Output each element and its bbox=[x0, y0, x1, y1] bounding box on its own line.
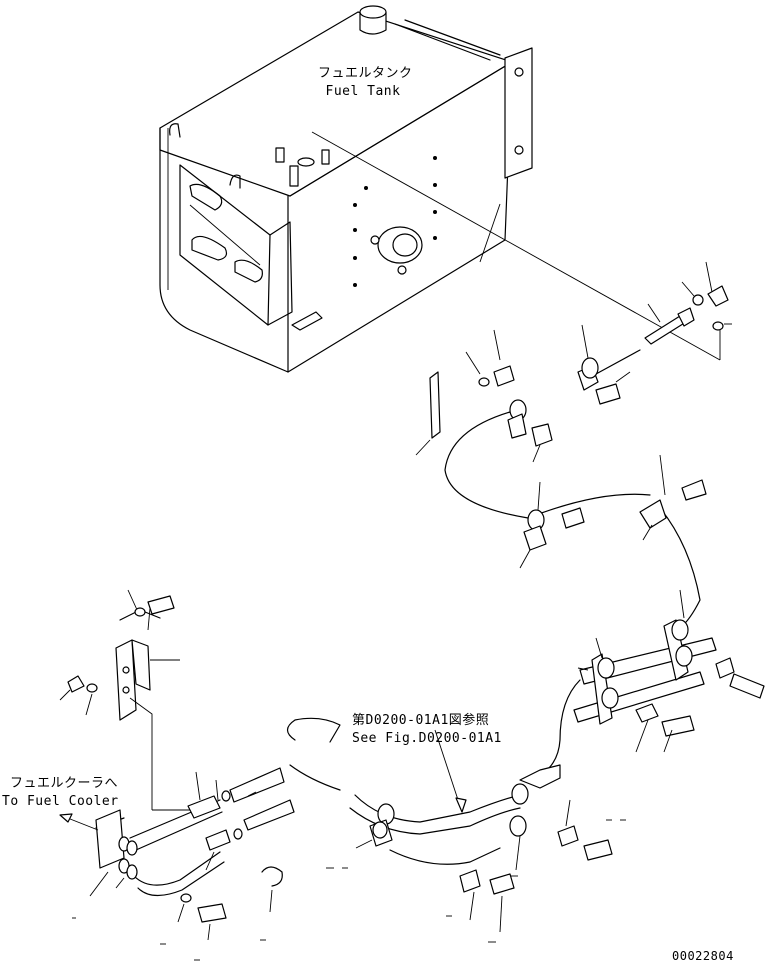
drawing-number: 00022804 bbox=[672, 949, 734, 963]
tank-side-bracket bbox=[179, 164, 293, 326]
left-pipes bbox=[89, 767, 295, 941]
upper-hose bbox=[444, 349, 701, 629]
clamp-3 bbox=[519, 481, 585, 569]
clamp-1 bbox=[577, 324, 631, 405]
mount-plate-1 bbox=[415, 371, 441, 456]
fuel-tank-label-ja: フュエルタンク bbox=[318, 66, 413, 81]
clamp-2 bbox=[507, 399, 553, 463]
fuel-cooler-label-en: To Fuel Cooler bbox=[2, 794, 119, 809]
outlet-fittings bbox=[644, 261, 732, 345]
tank-rear-bracket bbox=[504, 47, 533, 179]
clamp-4 bbox=[639, 454, 707, 541]
fuel-cooler-label-ja: フュエルクーラへ bbox=[10, 776, 119, 791]
left-bracket bbox=[115, 589, 190, 811]
lower-clamp-2 bbox=[355, 803, 515, 933]
tank-top-ports bbox=[275, 147, 330, 187]
right-bracket-assembly bbox=[573, 589, 765, 753]
filler-neck bbox=[359, 5, 387, 35]
fuel-cooler-arrow bbox=[59, 813, 99, 831]
see-fig-label-ja: 第D0200-01A1図参照 bbox=[352, 713, 490, 728]
left-bolt-washer bbox=[59, 595, 175, 716]
tank-center-port bbox=[370, 226, 423, 275]
fuel-tank bbox=[159, 5, 533, 373]
fuel-tank-label-en: Fuel Tank bbox=[325, 84, 401, 99]
see-fig-label-en: See Fig.D0200-01A1 bbox=[352, 731, 502, 746]
lower-clamp-1 bbox=[509, 764, 613, 871]
see-fig-arrow bbox=[434, 729, 467, 813]
bolt-washer-1 bbox=[465, 329, 515, 387]
tank-to-outlet-leader bbox=[311, 131, 721, 361]
